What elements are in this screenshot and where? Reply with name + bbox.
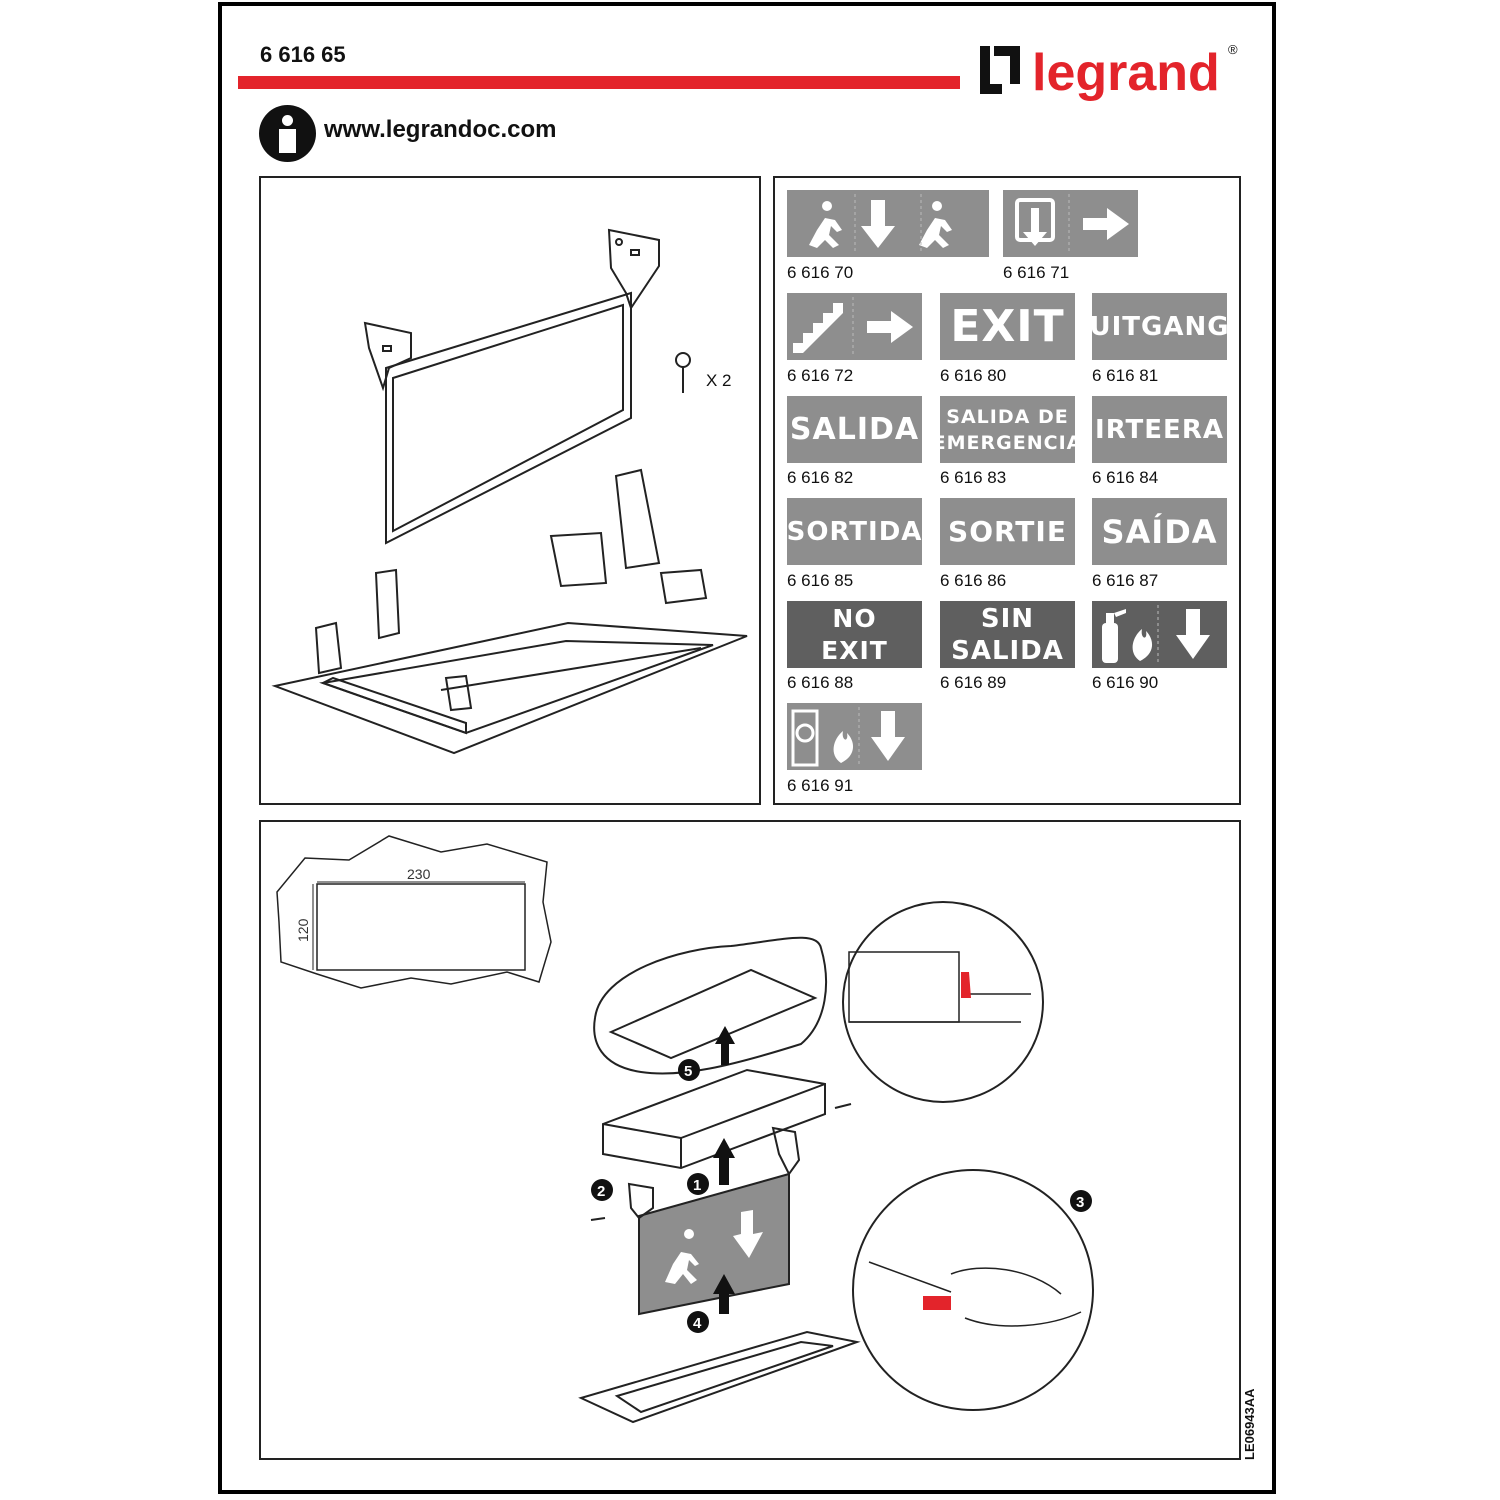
cutout-rectangle: [316, 883, 526, 971]
fire-hose-arrow-down-icon: [791, 707, 905, 767]
sign-sortida: SORTIDA: [787, 498, 922, 565]
sign-code: 6 616 70: [787, 263, 854, 282]
sign-6-616-70: [787, 190, 989, 257]
screws-quantity: X 2: [706, 371, 732, 390]
sign-irteera: IRTEERA: [1092, 396, 1227, 463]
sign-code: 6 616 84: [1092, 468, 1159, 487]
fire-extinguisher-arrow-down-icon: [1102, 605, 1210, 664]
step-2-label: 2: [597, 1183, 605, 1200]
sign-line: EXIT: [821, 635, 888, 665]
luminaire-cover: [593, 936, 827, 1075]
legrand-logo: legrand ®: [980, 42, 1238, 102]
installation-drawing: 230 120: [276, 835, 1094, 1424]
product-exploded-panel: X 2: [259, 176, 761, 805]
stairs-arrow-right-icon: [793, 297, 913, 356]
sign-line: NO: [832, 603, 877, 633]
sign-salida: SALIDA: [787, 396, 922, 463]
exit-door-arrow-right-icon: [1015, 194, 1129, 253]
website-link[interactable]: www.legrandoc.com: [324, 116, 557, 143]
sign-code: 6 616 82: [787, 468, 854, 487]
installation-panel: 230 120: [259, 820, 1241, 1460]
detail-circle-bottom: [852, 1169, 1094, 1411]
sign-code: 6 616 88: [787, 673, 854, 692]
running-man-arrow-down-icon: [809, 194, 952, 253]
sign-code: 6 616 80: [940, 366, 1007, 385]
legrand-logo-text: legrand: [1032, 44, 1220, 102]
ceiling-cutout-outline: [276, 835, 552, 989]
sign-code: 6 616 90: [1092, 673, 1159, 692]
product-exploded-drawing: X 2: [271, 228, 748, 755]
cutout-height-label: 120: [295, 918, 311, 942]
mounting-base: [578, 1330, 861, 1424]
sign-code: 6 616 81: [1092, 366, 1159, 385]
sign-6-616-72: [787, 293, 922, 360]
info-icon: [259, 105, 316, 162]
luminaire-box: [602, 1068, 826, 1170]
sign-sortie: SORTIE: [940, 498, 1075, 565]
document-reference: LE06943AA: [1242, 1388, 1257, 1460]
step-3-label: 3: [1076, 1194, 1084, 1211]
step-4-label: 4: [693, 1315, 702, 1332]
sign-6-616-91: [787, 703, 922, 770]
step-5-label: 5: [684, 1063, 692, 1080]
sign-6-616-71: [1003, 190, 1138, 257]
signs-catalogue-panel: [773, 176, 1241, 805]
sign-saida: SAÍDA: [1092, 498, 1227, 565]
product-reference: 6 616 65: [260, 42, 346, 67]
sign-code: 6 616 72: [787, 366, 854, 385]
sign-line: SIN: [980, 603, 1035, 634]
sign-code: 6 616 89: [940, 673, 1007, 692]
cutout-width-label: 230: [407, 866, 431, 882]
sign-code: 6 616 91: [787, 776, 854, 795]
step-1-label: 1: [693, 1177, 701, 1194]
step-markers: 1 2 3 4 5: [591, 1059, 1092, 1333]
sign-no-exit: NO EXIT: [787, 601, 922, 668]
sign-exit: EXIT: [940, 293, 1075, 360]
sign-6-616-90: [1092, 601, 1227, 668]
sign-uitgang: UITGANG: [1089, 293, 1229, 360]
sign-code: 6 616 86: [940, 571, 1007, 590]
sign-line: SALIDA: [951, 635, 1064, 666]
legrand-logo-mark: [980, 46, 1020, 94]
registered-mark: ®: [1228, 42, 1238, 57]
sign-code: 6 616 87: [1092, 571, 1159, 590]
detail-circle-top: [842, 901, 1044, 1103]
sign-salida-de-emergencia: SALIDA DE EMERGENCIA: [933, 396, 1081, 463]
sign-code: 6 616 83: [940, 468, 1007, 487]
header-red-bar: [238, 76, 960, 89]
sign-code: 6 616 85: [787, 571, 854, 590]
sign-sin-salida: SIN SALIDA: [940, 601, 1075, 668]
sign-code: 6 616 71: [1003, 263, 1070, 282]
